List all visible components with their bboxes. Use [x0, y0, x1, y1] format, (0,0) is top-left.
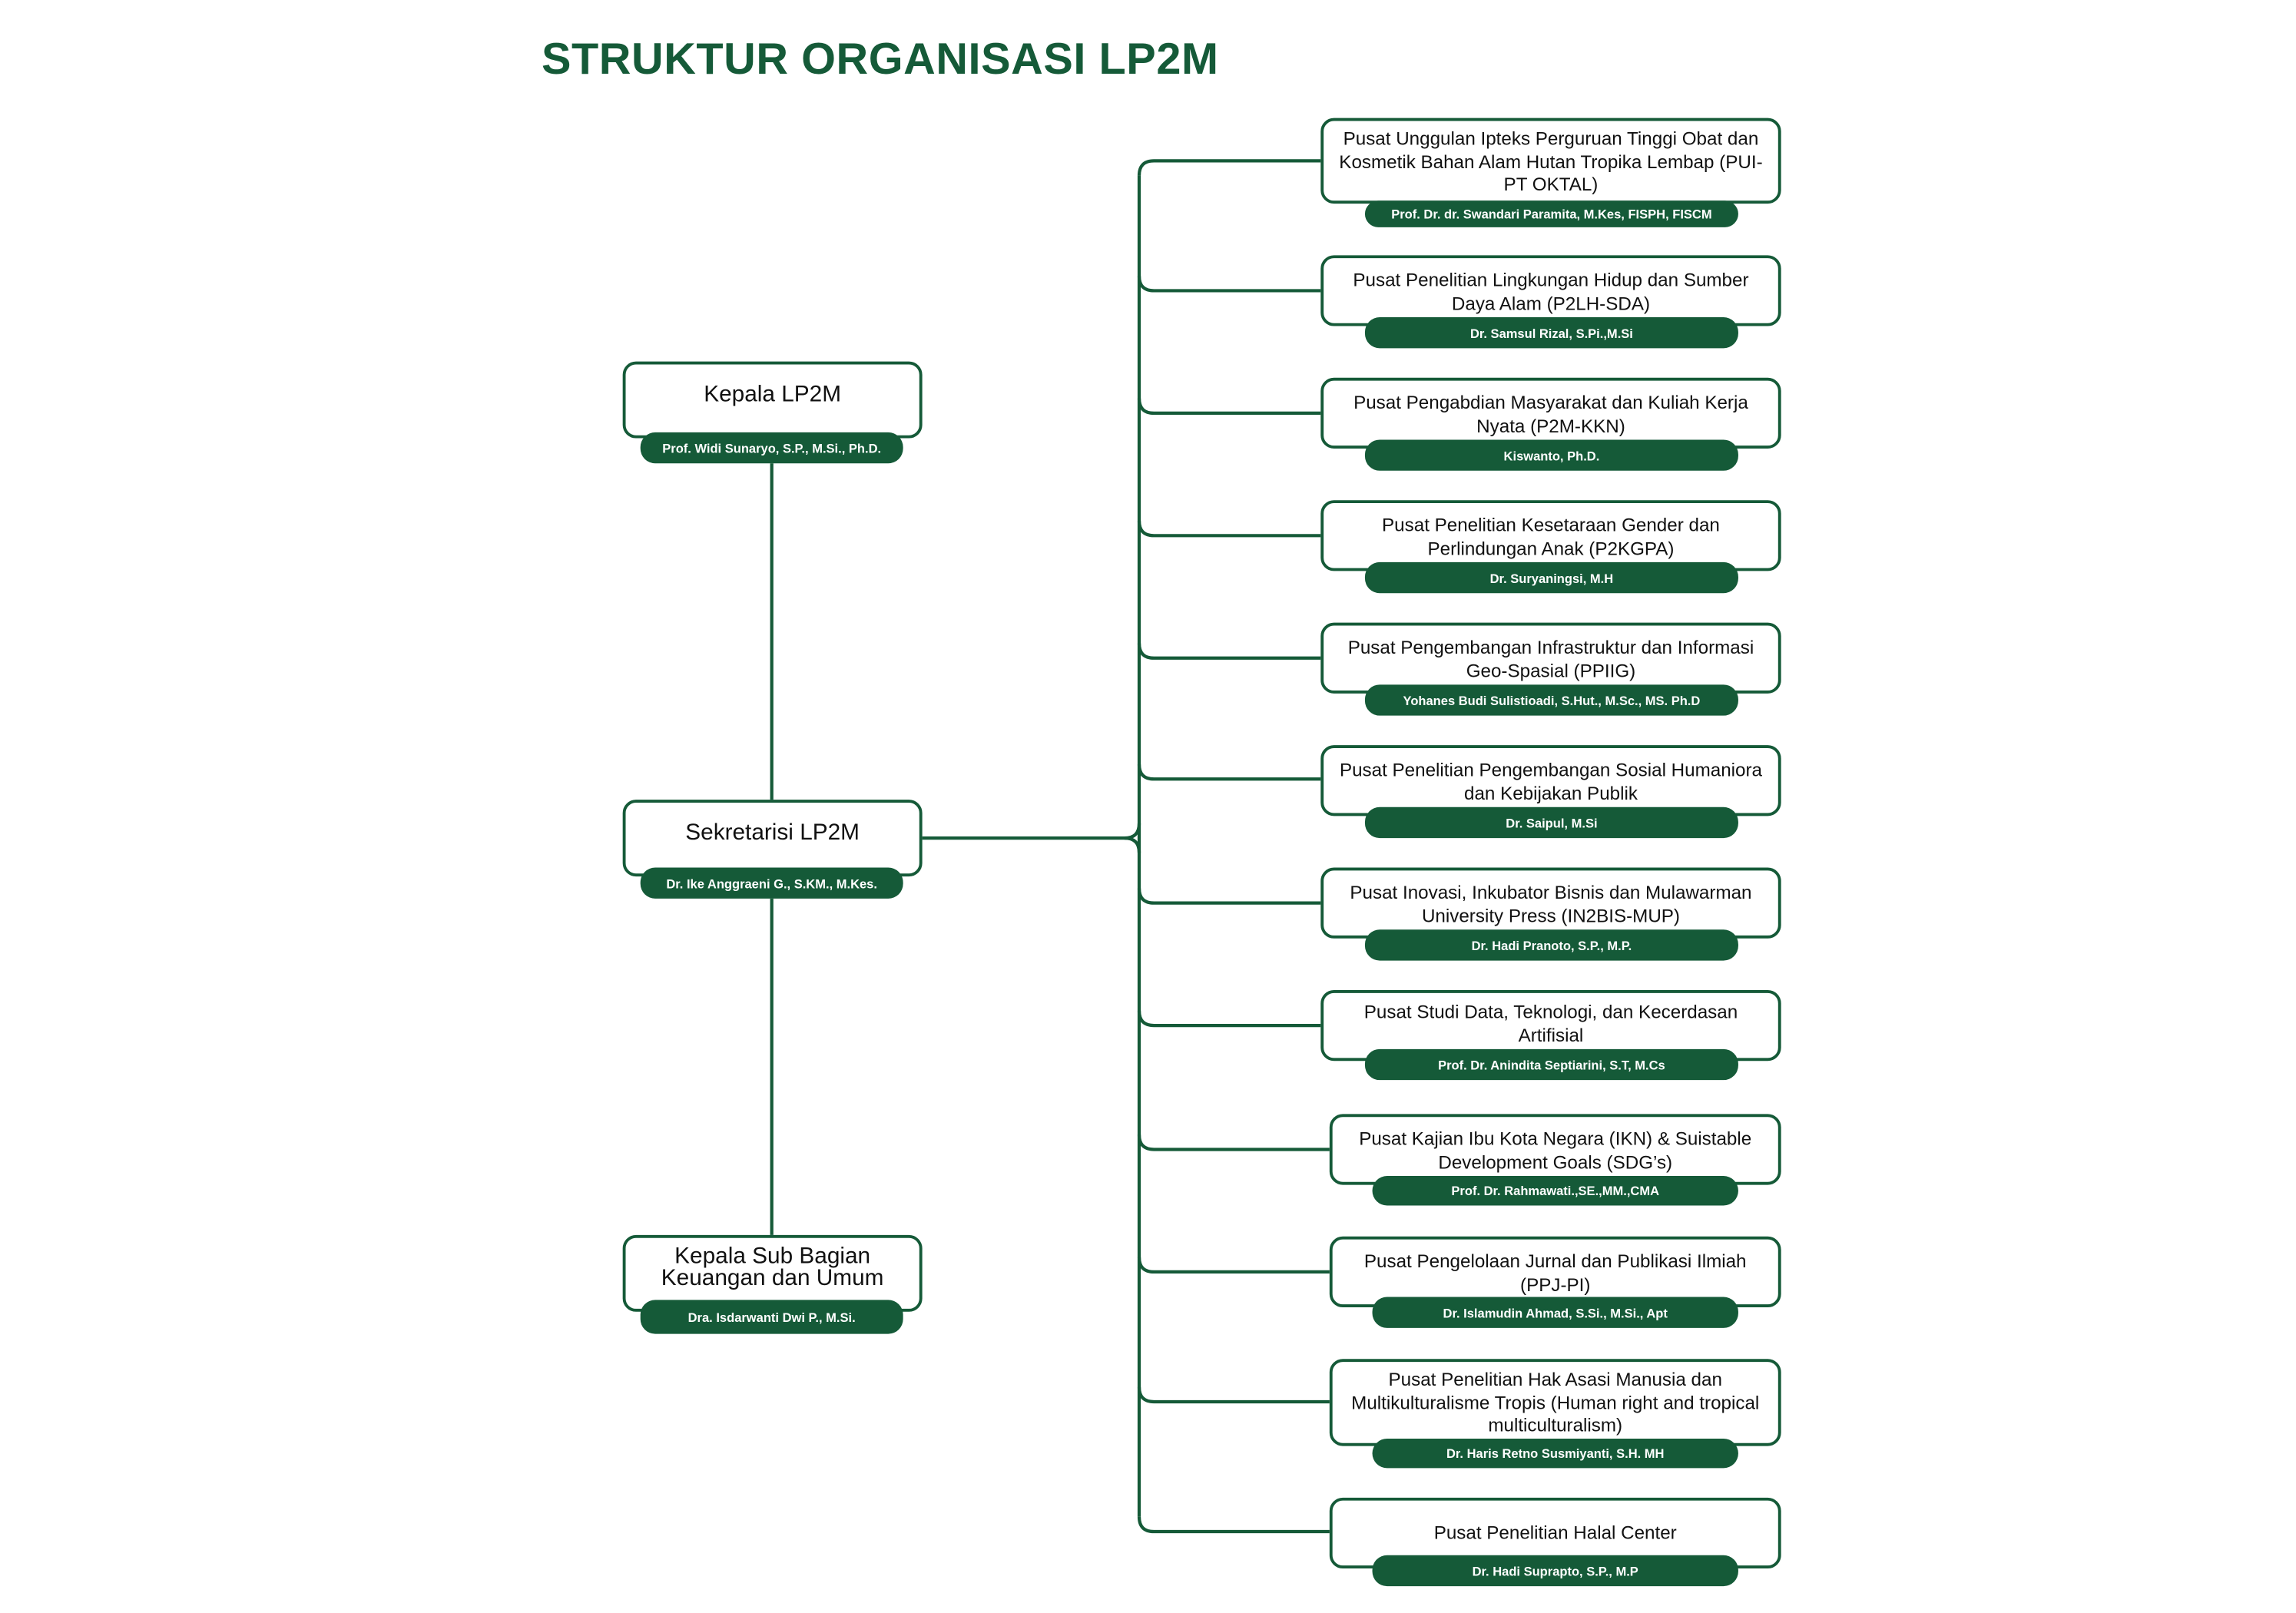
center-name: Pusat Penelitian Hak Asasi Manusia dan M… — [1351, 1369, 1760, 1436]
center-box: Pusat Penelitian Lingkungan Hidup dan Su… — [1320, 255, 1781, 326]
center-person-label: Prof. Dr. dr. Swandari Paramita, M.Kes, … — [1364, 200, 1738, 227]
center-box: Pusat Unggulan Ipteks Perguruan Tinggi O… — [1320, 118, 1781, 204]
center-connector — [1137, 1010, 1321, 1028]
center-connector — [1137, 521, 1321, 538]
center-person-label: Yohanes Budi Sulistioadi, S.Hut., M.Sc.,… — [1364, 684, 1738, 716]
unit-name: Kepala LP2M — [704, 381, 842, 407]
center-connector — [1137, 763, 1321, 781]
unit-box: Sekretarisi LP2M — [622, 800, 923, 877]
center-name: Pusat Inovasi, Inkubator Bisnis dan Mula… — [1350, 882, 1752, 926]
unit-person-label: Dr. Ike Anggraeni G., S.KM., M.Kes. — [640, 867, 903, 899]
center-person-label: Dr. Saipul, M.Si — [1364, 806, 1738, 839]
center-name: Pusat Studi Data, Teknologi, dan Kecerda… — [1363, 1002, 1738, 1046]
center-person-label: Prof. Dr. Rahmawati.,SE.,MM.,CMA — [1372, 1176, 1738, 1206]
center-connector — [1137, 276, 1321, 293]
center-box: Pusat Penelitian Pengembangan Sosial Hum… — [1320, 745, 1781, 816]
center-name: Pusat Penelitian Kesetaraan Gender dan P… — [1382, 515, 1720, 559]
center-name: Pusat Penelitian Halal Center — [1433, 1522, 1677, 1544]
center-name: Pusat Unggulan Ipteks Perguruan Tinggi O… — [1339, 128, 1763, 195]
center-box: Pusat Penelitian Hak Asasi Manusia dan M… — [1329, 1359, 1781, 1446]
center-person-label: Dr. Haris Retno Susmiyanti, S.H. MH — [1372, 1438, 1738, 1469]
page-title: STRUKTUR ORGANISASI LP2M — [542, 35, 1219, 84]
center-connector — [1137, 1516, 1330, 1534]
center-connector — [1137, 1257, 1330, 1274]
center-name: Pusat Pengabdian Masyarakat dan Kuliah K… — [1353, 392, 1748, 436]
center-person-label: Prof. Dr. Anindita Septiarini, S.T, M.Cs — [1364, 1048, 1738, 1081]
unit-name: Sekretarisi LP2M — [685, 820, 860, 845]
center-name: Pusat Pengembangan Infrastruktur dan Inf… — [1347, 637, 1754, 681]
center-connector — [1137, 159, 1321, 176]
center-name: Pusat Kajian Ibu Kota Negara (IKN) & Sui… — [1359, 1128, 1752, 1173]
center-connector — [1137, 1386, 1330, 1404]
center-box: Pusat Kajian Ibu Kota Negara (IKN) & Sui… — [1329, 1114, 1781, 1185]
branch-connector — [922, 823, 1141, 840]
center-name: Pusat Penelitian Pengembangan Sosial Hum… — [1339, 760, 1763, 803]
unit-person-label: Dra. Isdarwanti Dwi P., M.Si. — [640, 1300, 903, 1334]
center-connector — [1137, 1134, 1330, 1151]
center-connector — [1137, 643, 1321, 660]
center-box: Pusat Inovasi, Inkubator Bisnis dan Mula… — [1320, 867, 1781, 939]
center-name: Pusat Pengelolaan Jurnal dan Publikasi I… — [1363, 1251, 1747, 1295]
center-person-label: Dr. Hadi Pranoto, S.P., M.P. — [1364, 929, 1738, 961]
center-box: Pusat Penelitian Kesetaraan Gender dan P… — [1320, 500, 1781, 571]
center-person-label: Kiswanto, Ph.D. — [1364, 439, 1738, 471]
center-box: Pusat Pengembangan Infrastruktur dan Inf… — [1320, 622, 1781, 694]
unit-name: Kepala Sub Bagian Keuangan dan Umum — [661, 1244, 884, 1291]
center-person-label: Dr. Suryaningsi, M.H — [1364, 561, 1738, 594]
branch-connector — [1124, 836, 1141, 853]
center-person-label: Dr. Islamudin Ahmad, S.Si., M.Si., Apt — [1372, 1297, 1738, 1328]
center-name: Pusat Penelitian Lingkungan Hidup dan Su… — [1353, 270, 1749, 314]
unit-box: Kepala LP2M — [622, 361, 923, 439]
unit-person-label: Prof. Widi Sunaryo, S.P., M.Si., Ph.D. — [640, 432, 903, 464]
center-person-label: Dr. Samsul Rizal, S.Pi.,M.Si — [1364, 317, 1738, 349]
center-person-label: Dr. Hadi Suprapto, S.P., M.P — [1372, 1555, 1738, 1587]
center-connector — [1137, 398, 1321, 415]
unit-box: Kepala Sub Bagian Keuangan dan Umum — [622, 1234, 923, 1312]
center-box: Pusat Pengabdian Masyarakat dan Kuliah K… — [1320, 377, 1781, 449]
center-connector — [1137, 888, 1321, 905]
